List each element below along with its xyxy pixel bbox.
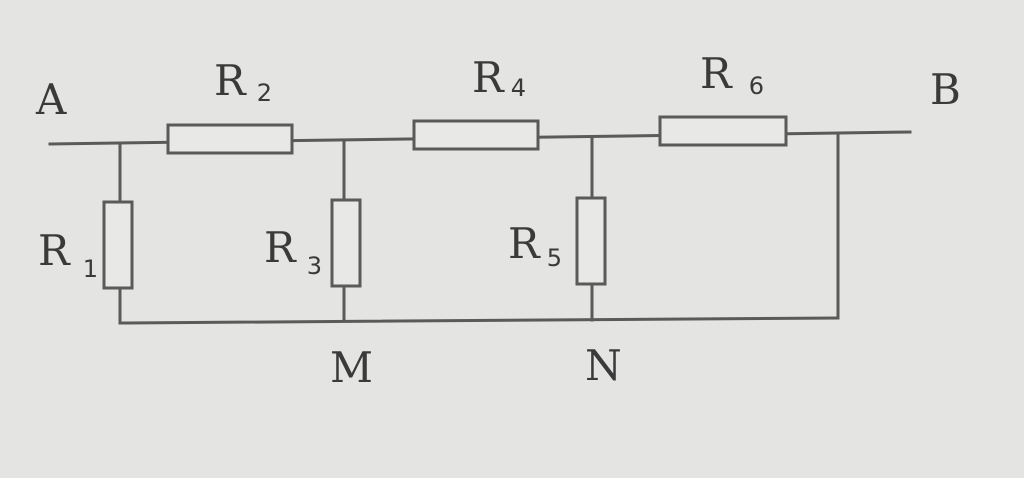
terminal-a-label: A — [35, 75, 67, 124]
label-r4: R 4 — [472, 53, 526, 102]
label-r1-letter: R — [38, 226, 71, 275]
label-r5-letter: R — [508, 219, 541, 268]
node-m-label: M — [330, 343, 373, 392]
resistor-r2 — [166, 123, 294, 155]
label-r5-index: 5 — [547, 244, 562, 272]
label-r4-letter: R — [472, 53, 505, 102]
resistor-r5 — [575, 196, 607, 286]
label-r3-letter: R — [264, 223, 297, 272]
label-r2: R 2 — [214, 56, 272, 107]
label-r2-index: 2 — [257, 79, 272, 107]
label-r2-letter: R — [214, 56, 247, 105]
label-r1-index: 1 — [83, 255, 98, 283]
terminal-b-label: B — [930, 65, 961, 114]
resistor-r1 — [102, 200, 134, 290]
node-n-label: N — [585, 341, 622, 390]
label-r6: R 6 — [700, 49, 764, 100]
label-r3-index: 3 — [307, 252, 322, 280]
resistor-r3 — [330, 198, 362, 288]
label-r3: R 3 — [264, 223, 322, 280]
label-r4-index: 4 — [511, 74, 526, 102]
bottom-wire — [118, 316, 840, 325]
label-r1: R 1 — [38, 226, 98, 283]
label-r6-index: 6 — [749, 72, 764, 100]
resistor-r4 — [412, 119, 540, 151]
resistor-r6 — [658, 115, 788, 147]
label-r6-letter: R — [700, 49, 733, 98]
label-r5: R 5 — [508, 219, 562, 272]
